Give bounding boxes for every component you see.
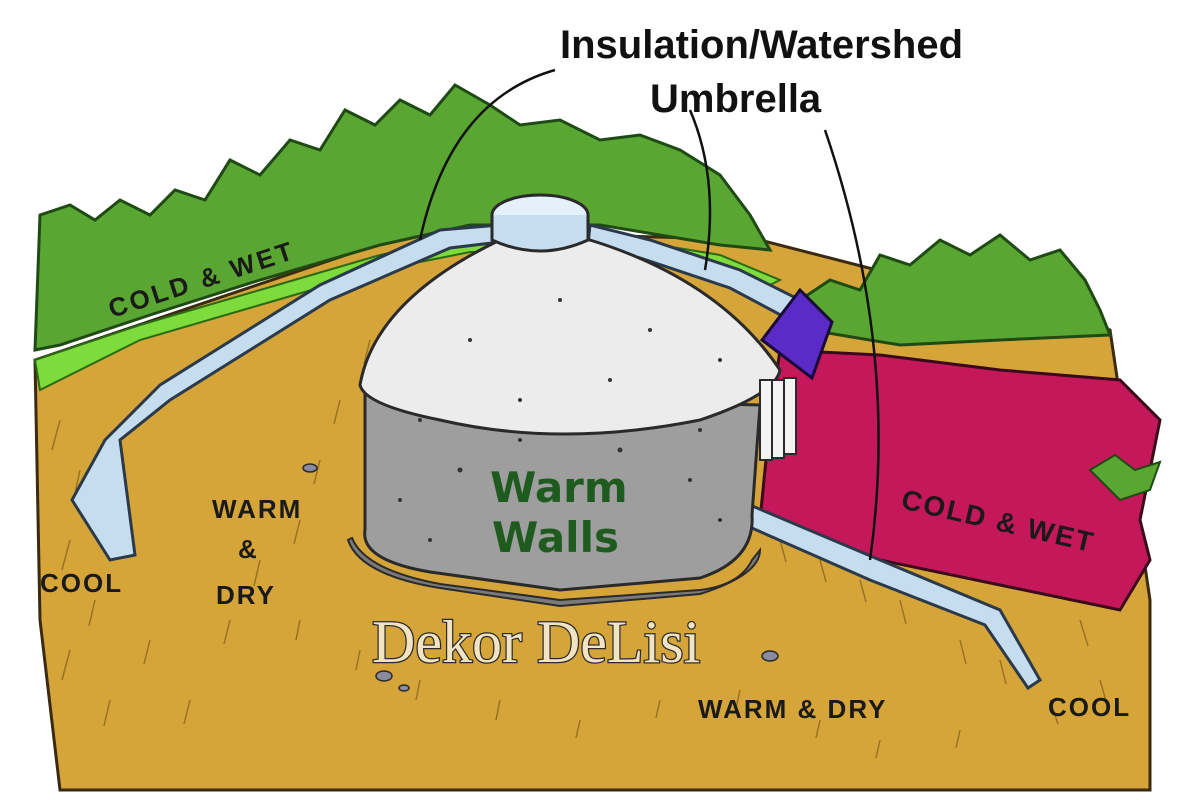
right-tuft: [1088, 453, 1162, 502]
label-warm-walls-line2: Walls: [492, 513, 619, 562]
right-lower-membrane: [743, 502, 1042, 691]
label-warm-walls-line1: Warm: [490, 463, 628, 512]
callout-title-line2: Umbrella: [650, 77, 822, 121]
left-hedge: [33, 83, 773, 352]
watermark-text: Dekor DeLisi: [372, 609, 700, 675]
label-cool-left: COOL: [40, 568, 123, 598]
label-cool-right: COOL: [1048, 692, 1131, 722]
callout-leaders: [418, 68, 880, 561]
label-warm-dry-left-3: DRY: [216, 580, 276, 610]
entry-windows: [759, 377, 797, 461]
entry-box: [759, 287, 834, 381]
right-hedge: [798, 233, 1113, 347]
label-warm-dry-left-2: &: [238, 534, 257, 564]
skylight-band: [490, 215, 590, 253]
dome-base: [346, 536, 762, 608]
dome-wall: [363, 393, 762, 592]
label-warm-dry-bottom: WARM & DRY: [698, 694, 887, 724]
callout-title-line1: Insulation/Watershed: [560, 23, 963, 67]
concrete-speckles: [398, 298, 722, 542]
label-warm-dry-left-1: WARM: [212, 494, 302, 524]
pebbles: [302, 463, 779, 692]
cold-wet-field: [758, 348, 1162, 612]
